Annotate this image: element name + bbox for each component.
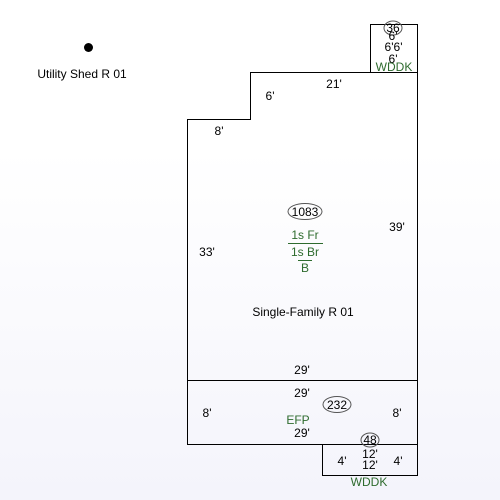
enclosed-porch-area: 232 (327, 398, 347, 412)
main-house-outline[interactable] (187, 72, 418, 381)
wood-deck-top-dim-top: 6' (389, 29, 398, 43)
main-house-area-oval (287, 203, 323, 220)
main-house-code-3: B (301, 261, 309, 275)
wood-deck-bottom-dim-bottom: 12' (362, 458, 378, 472)
main-house-code-1: 1s Fr (291, 228, 318, 242)
main-house-dim-bottom: 29' (294, 363, 310, 377)
wood-deck-top-code: WDDK (376, 60, 413, 74)
enclosed-porch-code: EFP (286, 413, 309, 427)
enclosed-porch-dim-left: 8' (203, 406, 212, 420)
wood-deck-top-area: 36 (386, 21, 400, 35)
wood-deck-top-area-oval (383, 20, 403, 36)
wood-deck-top-outline[interactable] (370, 24, 418, 73)
main-house-dim-notch-horizontal: 8' (215, 124, 224, 138)
enclosed-porch-dim-top: 29' (294, 386, 310, 400)
wood-deck-bottom-code: WDDK (351, 475, 388, 489)
main-house-dim-top: 21' (326, 77, 342, 91)
wood-deck-top-dim-left: 6' (385, 40, 394, 54)
enclosed-porch-dim-right: 8' (393, 406, 402, 420)
wood-deck-bottom-dim-right: 4' (394, 454, 403, 468)
wood-deck-bottom-dim-top: 12' (362, 447, 378, 461)
main-house-area: 1083 (292, 205, 319, 219)
enclosed-porch-area-oval (322, 396, 352, 413)
main-house-dim-right: 39' (389, 220, 405, 234)
wood-deck-bottom-area-oval (360, 432, 380, 448)
main-house-dim-notch-vertical: 6' (266, 89, 275, 103)
enclosed-porch-dim-bottom: 29' (294, 426, 310, 440)
wood-deck-top-dim-bottom: 6' (389, 52, 398, 66)
wood-deck-bottom-area: 48 (363, 433, 377, 447)
wood-deck-bottom-outline[interactable] (322, 444, 418, 476)
utility-shed-marker-icon[interactable] (84, 43, 93, 52)
wood-deck-bottom-dim-left: 4' (338, 454, 347, 468)
main-house-code-2: 1s Br (291, 245, 319, 259)
main-house-label: Single-Family R 01 (252, 305, 354, 319)
enclosed-porch-outline[interactable] (187, 380, 418, 445)
wood-deck-top-dim-right: 6' (394, 40, 403, 54)
main-house-dim-left: 33' (199, 245, 215, 259)
utility-shed-label: Utility Shed R 01 (37, 67, 127, 81)
